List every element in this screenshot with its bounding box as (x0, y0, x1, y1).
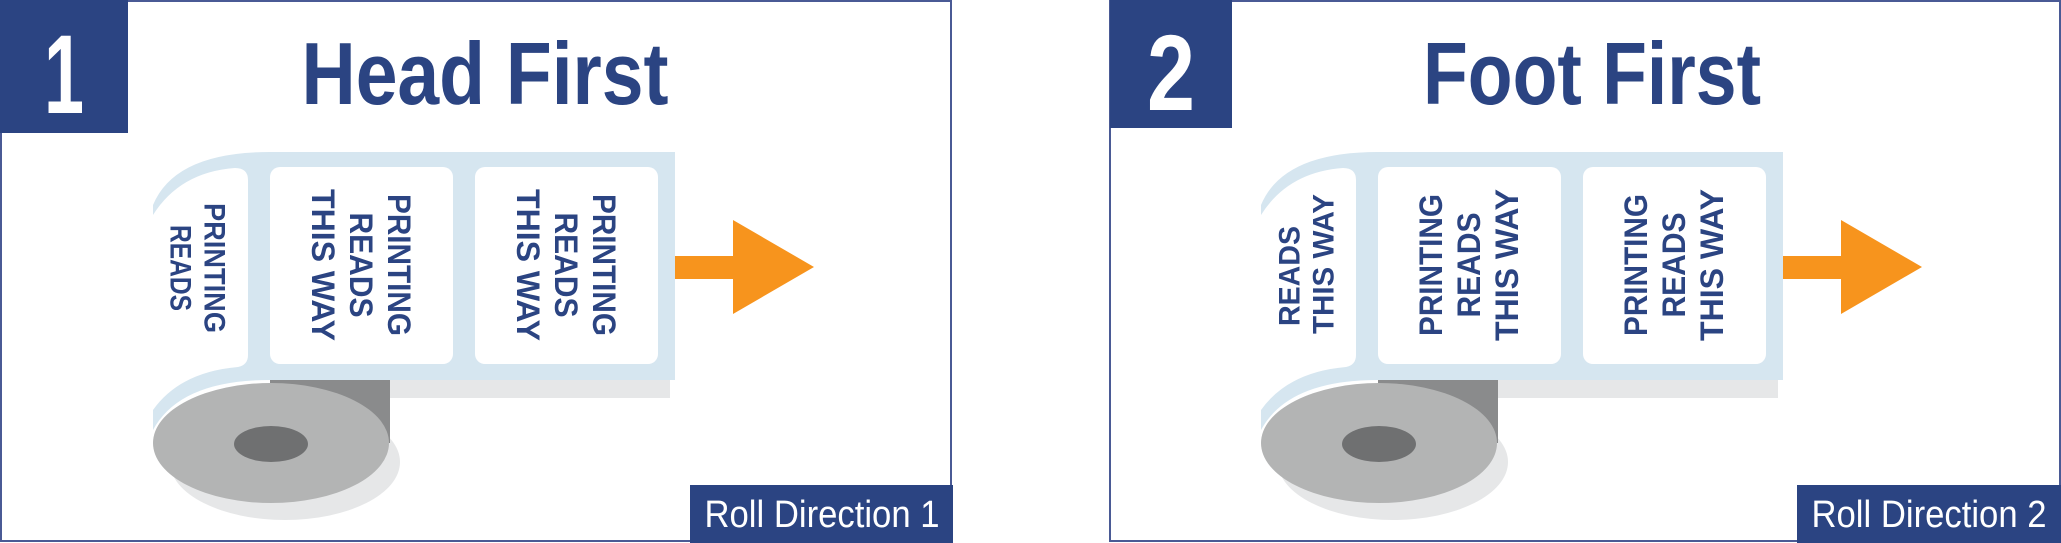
card-line: READS (1451, 213, 1487, 318)
card-line: THIS WAY (510, 189, 546, 341)
card-line: PRINTING (381, 194, 417, 336)
band-shadow (390, 380, 670, 398)
card-line: PRINTING (586, 194, 622, 336)
card-line: PRINTING (1618, 194, 1654, 336)
partial-label-line: READS (1274, 226, 1307, 326)
band-shadow (1498, 380, 1778, 398)
roll-direction-1-panel: 1 Head First PRINTING READS THIS WAY PRI… (0, 0, 953, 543)
label-card (1583, 167, 1766, 364)
partial-label (1261, 168, 1356, 410)
roll-direction-badge (690, 485, 953, 543)
roll-hub (1342, 426, 1416, 462)
panel-title: Head First (302, 24, 669, 123)
card-line: PRINTING (1413, 194, 1449, 336)
panel-number: 1 (44, 12, 84, 137)
arrow-right-icon (1783, 220, 1922, 314)
roll-hub (234, 426, 308, 462)
card-line: THIS WAY (305, 189, 341, 341)
roll-direction-2-panel: 2 Foot First PRINTING READS THIS WAY PRI… (1109, 0, 2061, 543)
panel-number: 2 (1147, 12, 1195, 133)
partial-label-line: THIS WAY (1308, 194, 1341, 334)
card-line: THIS WAY (1489, 189, 1525, 341)
number-box (1110, 0, 1232, 128)
card-line: THIS WAY (1694, 189, 1730, 341)
roll-direction-badge (1797, 485, 2061, 543)
roll-direction-label: Roll Direction 2 (1812, 494, 2047, 536)
card-line: READS (548, 213, 584, 318)
label-roll-illustration: PRINTING READS THIS WAY PRINTING READS T… (153, 152, 675, 520)
label-card (270, 167, 453, 364)
partial-label-line: PRINTING (198, 203, 231, 333)
card-line: READS (343, 213, 379, 318)
partial-label-line: READS (164, 225, 197, 311)
arrow-right-icon (675, 220, 814, 314)
card-line: READS (1656, 213, 1692, 318)
partial-label (153, 168, 248, 410)
label-roll-illustration: PRINTING READS THIS WAY PRINTING READS T… (1261, 152, 1783, 520)
label-card (1378, 167, 1561, 364)
number-box (0, 0, 128, 133)
label-card (475, 167, 658, 364)
panel-title: Foot First (1423, 24, 1761, 123)
roll-direction-label: Roll Direction 1 (705, 494, 940, 536)
